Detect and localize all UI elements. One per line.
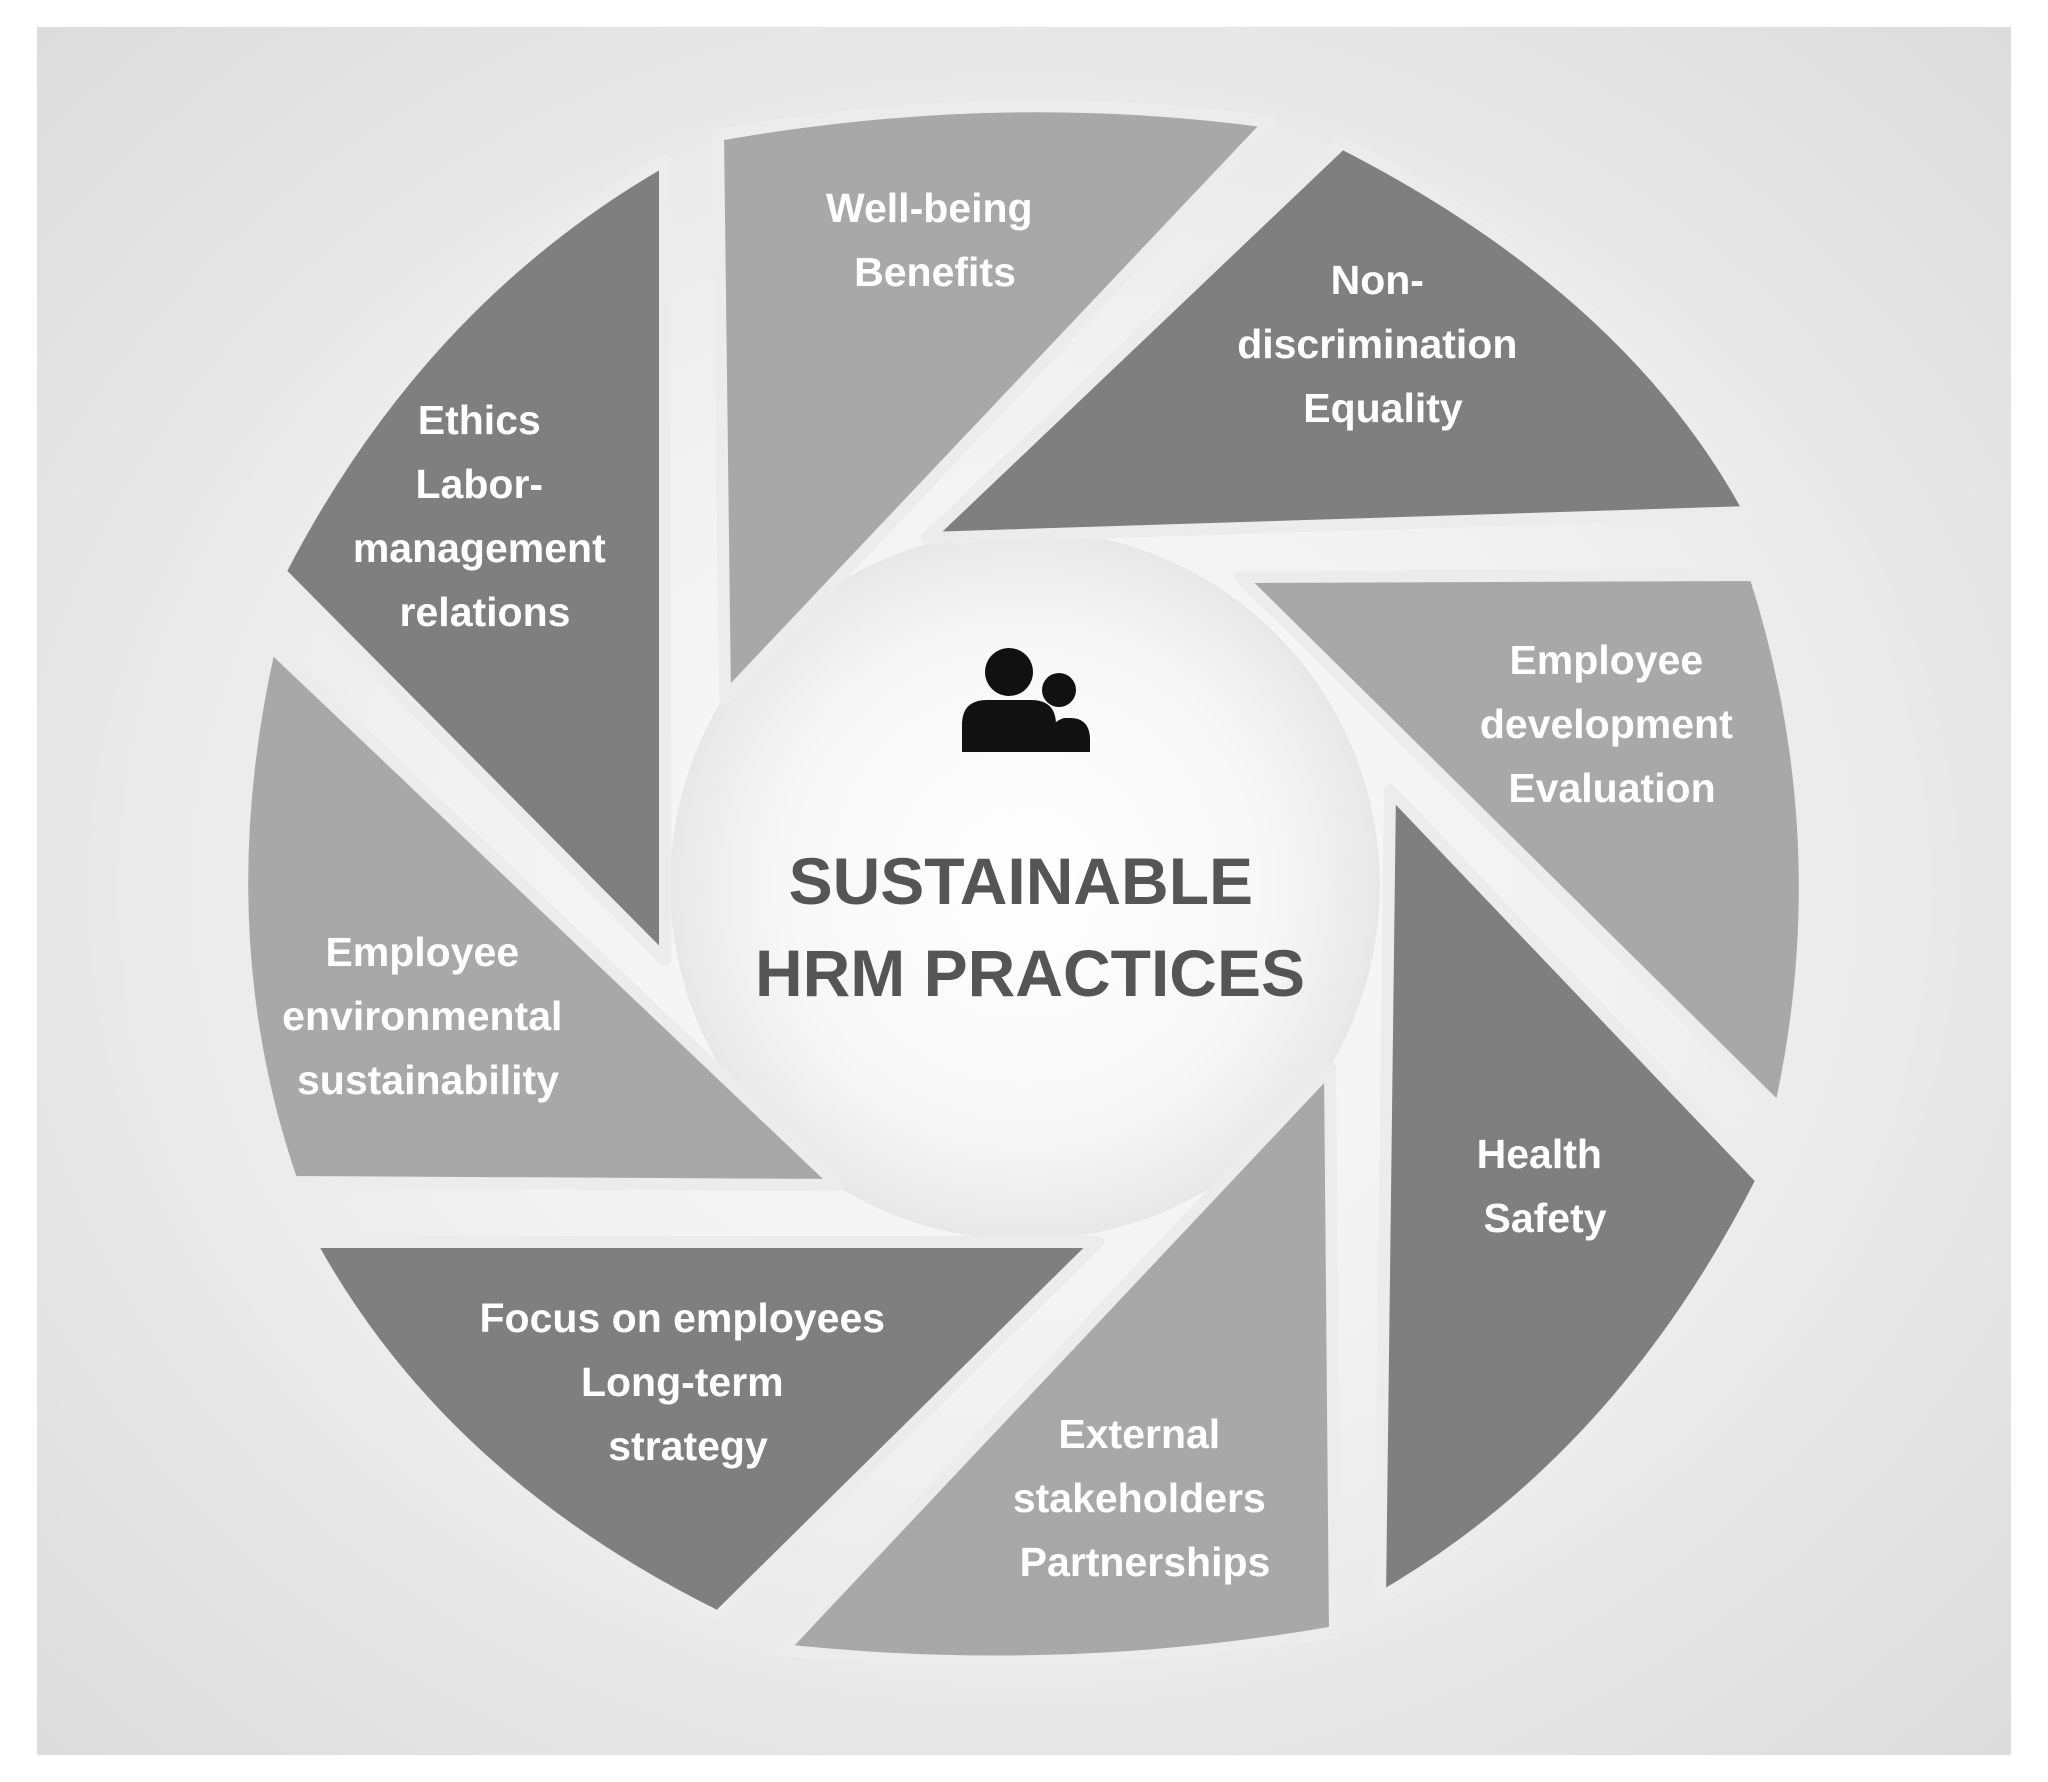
segment-focus-label: Focus on employees Long-term strategy — [480, 1295, 897, 1469]
center-title: SUSTAINABLE HRM PRACTICES — [755, 844, 1305, 1010]
segment-external-label: External stakeholders Partnerships — [1013, 1411, 1277, 1585]
segment-development: Employee development Evaluation — [1234, 569, 1811, 1116]
segment-environmental: Employee environmental sustainability — [236, 639, 844, 1191]
segment-environmental-label: Employee environmental sustainability — [282, 929, 574, 1103]
segment-wellbeing-label: Well-being Benefits — [826, 185, 1044, 295]
segment-ethics: Ethics Labor- management relations — [274, 154, 671, 966]
segment-wellbeing: Well-being Benefits — [712, 100, 1276, 704]
center-disc — [670, 530, 1380, 1240]
segment-external: External stakeholders Partnerships — [776, 1062, 1341, 1668]
people-icon — [962, 648, 1090, 752]
segment-focus: Focus on employees Long-term strategy — [304, 1236, 1104, 1623]
segment-nondiscrimination: Non- discrimination Equality — [921, 137, 1756, 544]
segment-ethics-label: Ethics Labor- management relations — [353, 397, 617, 635]
segment-health-label: Health Safety — [1477, 1131, 1614, 1241]
segment-health: Health Safety — [1374, 784, 1768, 1604]
segment-nondiscrimination-label: Non- discrimination Equality — [1237, 257, 1529, 431]
segment-development-label: Employee development Evaluation — [1480, 637, 1744, 811]
